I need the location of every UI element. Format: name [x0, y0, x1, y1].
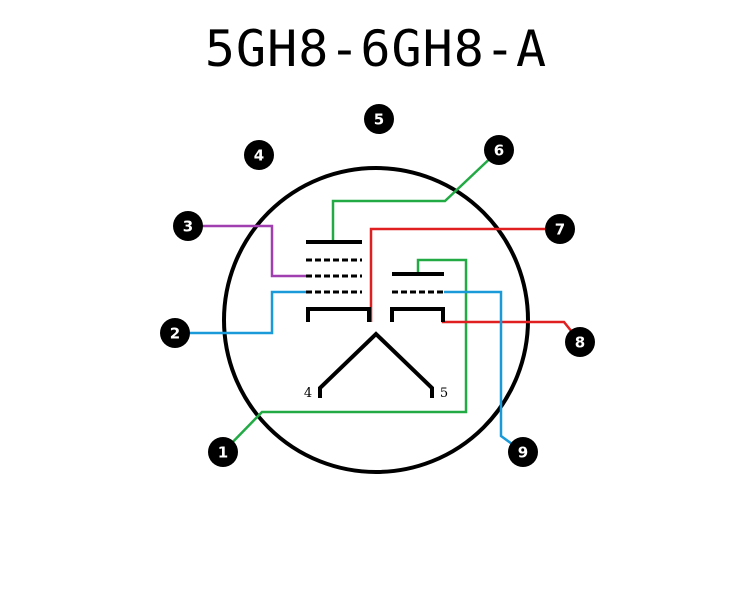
pin-4-marker: 4 — [244, 140, 274, 170]
wire-pin6-green — [331, 149, 500, 240]
pin-1-marker: 1 — [208, 437, 238, 467]
pentode-cathode — [306, 307, 371, 322]
diagram-title: 5GH8-6GH8-A — [205, 20, 547, 78]
wire-pin1-green — [222, 258, 468, 453]
heater-label-left: 4 — [304, 386, 312, 401]
triode-cathode — [390, 307, 445, 322]
pin-8-label: 8 — [575, 334, 585, 352]
tube-envelope — [222, 166, 530, 474]
wire-pin3-purple — [188, 224, 306, 278]
pin-2-label: 2 — [170, 325, 180, 343]
pin-7-marker: 7 — [545, 214, 575, 244]
pin-7-label: 7 — [555, 221, 565, 239]
wire-pin2-blue — [175, 290, 306, 335]
pin-3-label: 3 — [183, 218, 193, 236]
pin-2-marker: 2 — [160, 318, 190, 348]
heater-label-right: 5 — [440, 386, 448, 401]
wire-pin7-red — [369, 227, 560, 322]
pin-9-marker: 9 — [508, 437, 538, 467]
pin-4-label: 4 — [254, 147, 264, 165]
pin-5-label: 5 — [374, 111, 384, 129]
pin-1-label: 1 — [218, 444, 228, 462]
pin-6-label: 6 — [494, 142, 504, 160]
pin-6-marker: 6 — [484, 135, 514, 165]
wire-pin8-red — [441, 311, 581, 343]
pin-3-marker: 3 — [173, 211, 203, 241]
heater — [318, 331, 434, 398]
pin-5-marker: 5 — [364, 104, 394, 134]
pin-8-marker: 8 — [565, 327, 595, 357]
pin-9-label: 9 — [518, 444, 528, 462]
